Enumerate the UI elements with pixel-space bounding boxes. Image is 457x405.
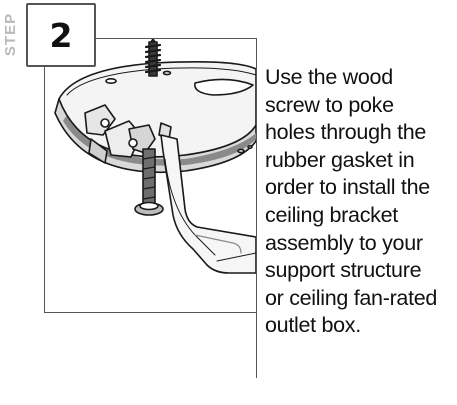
plate-small-hole [162,70,172,76]
plate-small-hole [237,148,245,154]
instruction-line: support structure [265,258,422,283]
frame-divider-line [256,38,257,378]
wood-screw-top [144,39,162,77]
step-label-text: STEP [2,12,20,56]
instruction-line: screw to poke [265,92,394,117]
instruction-line: order to install the [265,175,430,200]
plate-small-hole [105,77,117,84]
frame-left-border [44,67,45,313]
plate-small-hole [247,145,253,150]
step-label: STEP [1,4,21,64]
instruction-line: rubber gasket in [265,147,415,172]
mounting-screw [134,148,164,216]
instruction-line: holes through the [265,120,427,145]
step-number-box: 2 [26,3,96,67]
instruction-text: Use the wood screw to poke holes through… [265,64,455,340]
frame-bottom-border [44,312,257,313]
frame-top-border [96,38,256,39]
plate-center-hole [194,78,254,96]
instruction-line: assembly to your [265,230,423,255]
instruction-line: ceiling bracket [265,202,398,227]
step-number: 2 [49,15,73,55]
ceiling-bracket-illustration [54,39,256,274]
hanging-bracket-arm [160,134,256,274]
instruction-line: Use the wood [265,65,393,89]
instruction-line: or ceiling fan-rated [265,285,438,310]
instruction-line: outlet box. [265,313,361,338]
bracket-mechanism [84,104,172,164]
